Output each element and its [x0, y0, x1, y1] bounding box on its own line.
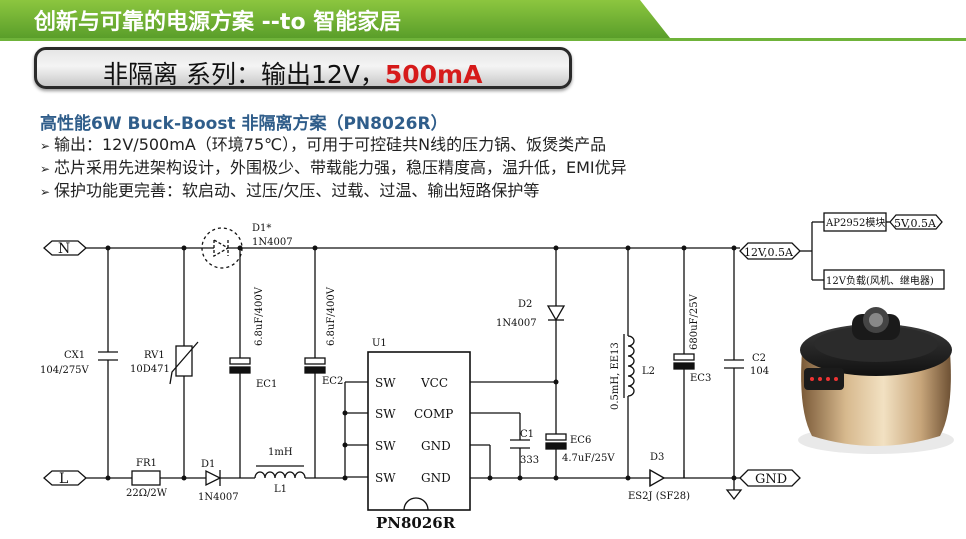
ec3-ref: EC3 — [690, 373, 711, 384]
ec2-ref: EC2 — [322, 376, 343, 387]
ec3-plate-top — [673, 353, 695, 361]
list-item: ➢保护功能更完善：软启动、过压/欠压、过载、过温、输出短路保护等 — [40, 179, 627, 202]
bullet-mark: ➢ — [40, 185, 51, 199]
ec1-plate-bot — [229, 366, 251, 374]
feature-list: ➢输出：12V/500mA（环境75℃），可用于可控硅共N线的压力锅、饭煲类产品… — [40, 133, 627, 202]
bullet-text: 输出：12V/500mA（环境75℃），可用于可控硅共N线的压力锅、饭煲类产品 — [54, 135, 607, 154]
rv1-varistor — [175, 345, 193, 377]
node-12v-label: 12V,0.5A — [744, 246, 794, 259]
section-title: 高性能6W Buck-Boost 非隔离方案（PN8026R） — [40, 114, 448, 134]
d1b-ref: D1 — [201, 459, 215, 470]
d2-diode — [546, 305, 566, 322]
junction-dots — [105, 245, 737, 481]
d2-ref: D2 — [518, 299, 532, 310]
ec6-ref: EC6 — [570, 435, 591, 446]
fr1-ref: FR1 — [136, 458, 157, 469]
d1b-diode — [205, 469, 222, 487]
u1-notch — [403, 497, 429, 511]
node-n-label: N — [58, 241, 70, 257]
l1-ref: L1 — [274, 484, 287, 495]
fr1-value: 22Ω/2W — [126, 488, 168, 499]
ec1-ref: EC1 — [256, 379, 277, 390]
ec2-value: 6.8uF/400V — [326, 286, 337, 346]
cx1-value: 104/275V — [40, 365, 90, 376]
subtitle-main: 非隔离 系列：输出12V， — [103, 60, 385, 89]
u1-ref: U1 — [372, 338, 387, 349]
d1b-value: 1N4007 — [198, 492, 239, 503]
circuit-schematic: N L GND 12V,0.5A AP2952模块 5V,0.5A 12V负 — [40, 212, 945, 532]
d3-value: ES2J (SF28) — [628, 491, 690, 502]
header-banner — [0, 0, 670, 38]
u1-pin: COMP — [414, 407, 453, 421]
u1-pin: SW — [375, 439, 396, 453]
u1-pin: GND — [421, 471, 451, 485]
node-gnd-label: GND — [755, 472, 787, 487]
u1-pin: VCC — [420, 376, 448, 390]
l2-inductor — [627, 335, 635, 397]
fr1-resistor — [131, 470, 161, 486]
u1-part: PN8026R — [376, 514, 456, 532]
d1a-value: 1N4007 — [252, 237, 293, 248]
subtitle-accent: 500mA — [384, 60, 483, 89]
u1-pin: SW — [375, 407, 396, 421]
ec6-value: 4.7uF/25V — [562, 453, 615, 464]
ec6-plate-top — [545, 433, 567, 441]
slide-title: 创新与可靠的电源方案 --to 智能家居 — [34, 10, 402, 35]
ec3-value: 680uF/25V — [689, 293, 700, 350]
l1-inductor — [254, 471, 306, 479]
rv1-value: 10D471 — [130, 364, 170, 375]
list-item: ➢芯片采用先进架构设计，外围极少、带载能力强，稳压精度高，温升低，EMI优异 — [40, 156, 627, 179]
list-item: ➢输出：12V/500mA（环境75℃），可用于可控硅共N线的压力锅、饭煲类产品 — [40, 133, 627, 156]
cx1-ref: CX1 — [64, 350, 85, 361]
l2-ref: L2 — [642, 366, 655, 377]
c1-value: 333 — [520, 455, 539, 466]
ec6-plate-bot — [545, 442, 567, 450]
ap2952-label: AP2952模块 — [825, 217, 885, 229]
node-5v-tag — [889, 214, 943, 230]
d3-diode — [649, 468, 666, 488]
bullet-text: 保护功能更完善：软启动、过压/欠压、过载、过温、输出短路保护等 — [54, 181, 540, 200]
d2-value: 1N4007 — [496, 318, 537, 329]
c2-ref: C2 — [752, 353, 766, 364]
gnd-symbol — [725, 489, 743, 501]
node-gnd-tag — [739, 469, 801, 487]
bullet-mark: ➢ — [40, 162, 51, 176]
bullet-mark: ➢ — [40, 139, 51, 153]
load-label: 12V负载(风机、继电器) — [826, 274, 934, 287]
rv1-slash — [169, 341, 199, 385]
d1a-ref: D1* — [252, 223, 271, 234]
ec2-plate-bot — [304, 366, 326, 374]
u1-pin: SW — [375, 376, 396, 390]
bullet-text: 芯片采用先进架构设计，外围极少、带载能力强，稳压精度高，温升低，EMI优异 — [54, 158, 627, 177]
c2-value: 104 — [750, 366, 769, 377]
ec3-plate-bot — [673, 362, 695, 370]
u1-pin: GND — [421, 439, 451, 453]
l1-value: 1mH — [268, 447, 293, 458]
l2-value: 0.5mH, EE13 — [610, 342, 621, 410]
ec2-plate-top — [304, 357, 326, 365]
d3-ref: D3 — [650, 452, 664, 463]
header-strip — [0, 38, 966, 41]
d1a-diode — [213, 238, 230, 258]
pressure-cooker-image — [798, 307, 954, 454]
node-l-label: L — [59, 471, 68, 487]
ec1-value: 6.8uF/400V — [254, 286, 265, 346]
node-5v-label: 5V,0.5A — [894, 217, 937, 230]
c1-ref: C1 — [520, 429, 534, 440]
subtitle-text: 非隔离 系列：输出12V，500mA — [103, 55, 482, 91]
u1-pin: SW — [375, 471, 396, 485]
ec1-plate-top — [229, 357, 251, 365]
subtitle-pill: 非隔离 系列：输出12V，500mA — [34, 47, 572, 89]
rv1-ref: RV1 — [144, 350, 165, 361]
load-block — [823, 269, 945, 290]
u1-chip — [367, 351, 471, 511]
